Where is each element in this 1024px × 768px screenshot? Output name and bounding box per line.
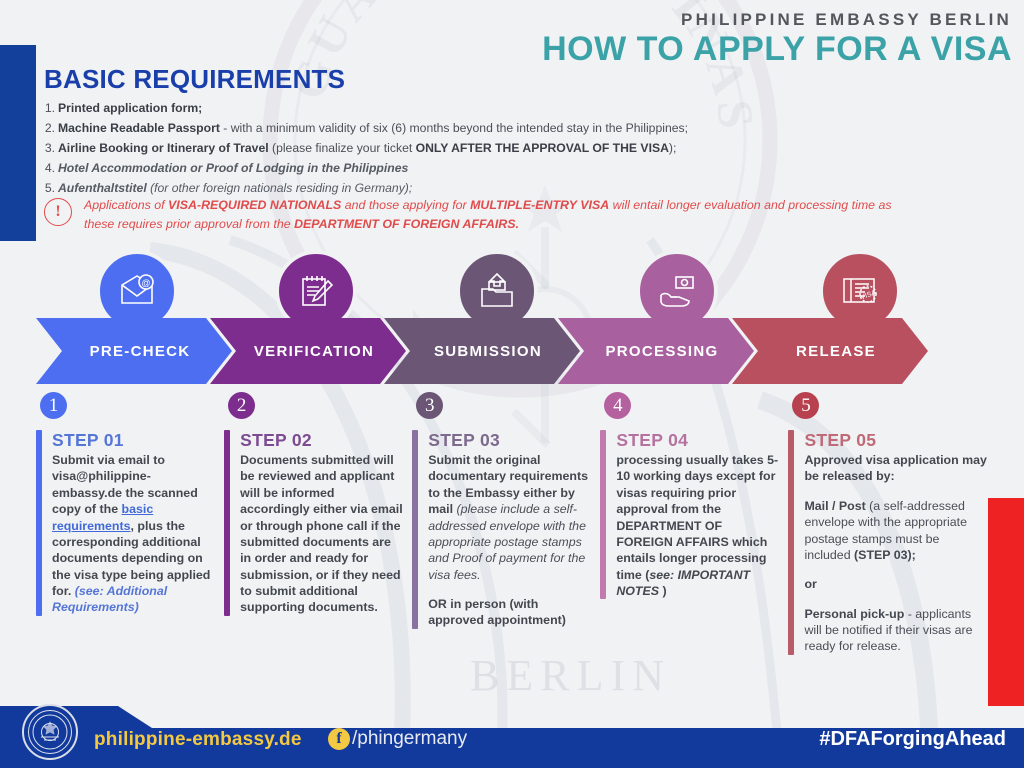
step-number-badge: 3: [416, 392, 444, 419]
req-3-tail: );: [668, 140, 677, 155]
step2-text: Documents submitted will be reviewed and…: [240, 453, 403, 615]
step-accent-bar: [36, 430, 42, 616]
step-column-2: 2 STEP 02 Documents submitted will be re…: [224, 392, 412, 655]
requirements-list: 1. Printed application form; 2. Machine …: [40, 99, 920, 198]
notice-part-1: Applications of: [84, 198, 169, 212]
flow-label: VERIFICATION: [253, 342, 375, 360]
step5-mail-label: Mail / Post: [804, 498, 866, 513]
list-item: 3. Airline Booking or Itinerary of Trave…: [44, 140, 677, 155]
step1-text-2: , plus the corresponding additional docu…: [52, 518, 211, 599]
req-1-bold: Printed application form;: [58, 101, 203, 115]
additional-requirements-note[interactable]: (see: Additional Requirements): [52, 584, 168, 615]
step-accent-bar: [788, 430, 795, 655]
step-body: Approved visa application may be release…: [804, 452, 988, 655]
req-5-bold-italic: Aufenthaltstitel: [58, 180, 147, 195]
step-body: processing usually takes 5-10 working da…: [616, 452, 780, 599]
req-5-rest: (for other foreign nationals residing in…: [146, 180, 413, 195]
flow-step-release[interactable]: RELEASE: [732, 318, 928, 384]
step-number-badge: 5: [792, 392, 820, 419]
req-2-bold: Machine Readable Passport: [58, 120, 220, 135]
req-2-rest: - with a minimum validity of six (6) mon…: [219, 120, 688, 135]
list-item: 5. Aufenthaltstitel (for other foreign n…: [44, 180, 413, 195]
page-title: HOW TO APPLY FOR A VISA: [542, 30, 1012, 68]
facebook-handle[interactable]: /phingermany: [352, 728, 468, 749]
step-column-3: 3 STEP 03 Submit the original documentar…: [412, 392, 600, 655]
step-body: Submit via email to visa@philippine-emba…: [52, 452, 216, 616]
notice-bold-2: MULTIPLE-ENTRY VISA: [470, 198, 610, 212]
step-column-4: 4 STEP 04 processing usually takes 5-10 …: [600, 392, 788, 655]
step-title: STEP 04: [616, 430, 689, 450]
step4-text-3: ): [659, 584, 667, 598]
right-red-accent-bar: [988, 498, 1024, 706]
requirements-heading: BASIC REQUIREMENTS: [44, 64, 346, 94]
notice-bold-1: VISA-REQUIRED NATIONALS: [168, 198, 342, 212]
svg-text:BERLIN: BERLIN: [470, 651, 671, 700]
step-title: STEP 05: [804, 430, 877, 450]
step-body: Submit the original documentary requirem…: [428, 452, 592, 629]
flow-step-submission[interactable]: SUBMISSION: [384, 318, 580, 384]
flow-label: RELEASE: [796, 342, 876, 360]
embassy-name: PHILIPPINE EMBASSY BERLIN: [681, 10, 1012, 29]
step-columns: 1 STEP 01 Submit via email to visa@phili…: [36, 392, 996, 655]
step4-text-2: see: IMPORTANT NOTES: [616, 567, 751, 598]
step-number-badge: 4: [604, 392, 632, 419]
step5-text-2: (a self-addressed envelope with the appr…: [804, 498, 968, 562]
dfa-seal-icon: [22, 704, 78, 760]
step-title: STEP 02: [240, 430, 312, 450]
header: PHILIPPINE EMBASSY BERLIN HOW TO APPLY F…: [542, 10, 1012, 68]
req-3-bold: Airline Booking or Itinerary of Travel: [58, 140, 269, 155]
step-column-1: 1 STEP 01 Submit via email to visa@phili…: [36, 392, 224, 655]
left-blue-accent-bar: [0, 45, 36, 241]
list-item: 1. Printed application form;: [44, 101, 203, 115]
flow-label: PROCESSING: [605, 342, 719, 360]
step-title: STEP 03: [428, 430, 501, 450]
flow-label: SUBMISSION: [433, 342, 542, 360]
step-body: Documents submitted will be reviewed and…: [240, 452, 404, 616]
exclamation-icon: !: [44, 198, 72, 226]
list-item: 2. Machine Readable Passport - with a mi…: [44, 120, 688, 135]
step-number-badge: 1: [40, 392, 67, 419]
step-column-5: 5 STEP 05 Approved visa application may …: [788, 392, 996, 655]
step3-text-2: (please include a self-addressed envelop…: [428, 502, 586, 582]
step5-pickup-label: Personal pick-up: [804, 606, 905, 621]
step-number-badge: 2: [228, 392, 256, 419]
flow-step-verification[interactable]: VERIFICATION: [210, 318, 406, 384]
step4-text-1: processing usually takes 5-10 working da…: [616, 453, 779, 582]
step-accent-bar: [412, 430, 419, 629]
svg-text:@: @: [141, 278, 150, 288]
notice-part-2: and those applying for: [341, 198, 471, 212]
svg-text:VISA: VISA: [860, 289, 878, 301]
req-3-emph: ONLY AFTER THE APPROVAL OF THE VISA: [415, 140, 669, 155]
step-title: STEP 01: [52, 430, 124, 450]
notice-part-3: will entail longer evaluation and proces…: [84, 198, 892, 232]
step1-text-1: Submit via email to visa@philippine-emba…: [52, 453, 198, 517]
step-accent-bar: [600, 430, 607, 600]
notice-bold-3: DEPARTMENT OF FOREIGN AFFAIRS.: [294, 217, 519, 232]
process-flow-band: PRE-CHECK VERIFICATION SUBMISSION PROCES…: [36, 318, 988, 384]
step5-text-1: Approved visa application may be release…: [804, 453, 987, 484]
flow-label: PRE-CHECK: [89, 342, 191, 360]
req-4-bold-italic: Hotel Accommodation or Proof of Lodging …: [58, 160, 409, 175]
step-accent-bar: [224, 430, 231, 616]
step5-step03-ref: (STEP 03);: [854, 547, 916, 562]
facebook-icon[interactable]: f: [328, 728, 350, 750]
step3-text-1: Submit the original documentary requirem…: [428, 453, 588, 517]
hashtag-label: #DFAForgingAhead: [819, 728, 1006, 750]
basic-requirements-link[interactable]: basic requirements: [52, 502, 154, 533]
important-notice: ! Applications of VISA-REQUIRED NATIONAL…: [44, 196, 904, 235]
notice-text: Applications of VISA-REQUIRED NATIONALS …: [84, 196, 904, 235]
req-3-rest: (please finalize your ticket: [268, 140, 416, 155]
step3-text-3: OR in person (with approved appointment): [428, 597, 566, 628]
flow-step-pre-check[interactable]: PRE-CHECK: [36, 318, 232, 384]
website-label[interactable]: philippine-embassy.de: [94, 729, 302, 750]
step5-or: or: [804, 577, 817, 592]
flow-step-processing[interactable]: PROCESSING: [558, 318, 754, 384]
list-item: 4. Hotel Accommodation or Proof of Lodgi…: [44, 160, 409, 175]
step5-text-3: - applicants will be notified if their v…: [804, 606, 973, 654]
